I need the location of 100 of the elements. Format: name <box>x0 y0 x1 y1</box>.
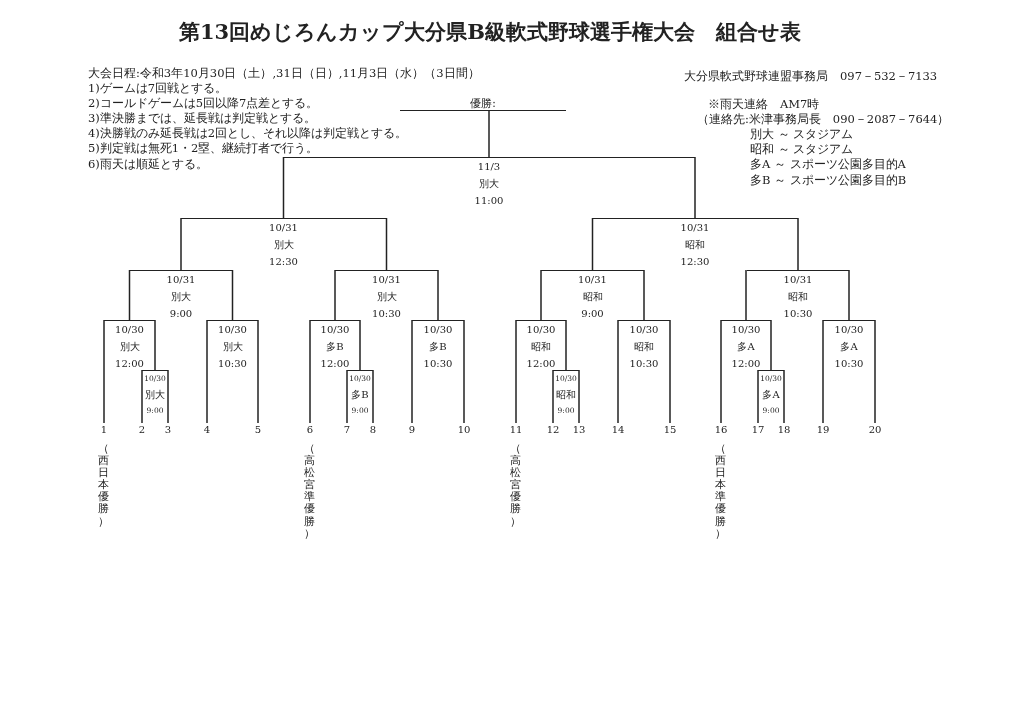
match-time: 9:00 <box>168 307 194 321</box>
match-time: 12:00 <box>730 357 762 371</box>
match-venue: 昭和 <box>555 388 577 402</box>
rule-note: 3)準決勝までは、延長戦は判定戦とする。 <box>88 111 316 125</box>
team-number: 8 <box>361 423 385 437</box>
bracket-line <box>154 319 156 371</box>
team-number: 17 <box>746 423 770 437</box>
bracket-match <box>541 270 644 320</box>
match-time: 12:00 <box>319 357 351 371</box>
bracket-line <box>669 319 671 424</box>
bracket-match <box>412 320 464 370</box>
bracket-line <box>141 369 143 424</box>
match-venue: 別大 <box>170 290 192 304</box>
bracket-line <box>334 269 336 321</box>
rule-note: 1)ゲームは7回戦とする。 <box>88 81 228 95</box>
bracket-line <box>770 319 772 371</box>
diagram-title: 第13回めじろんカップ大分県B級軟式野球選手権大会 組合せ表 <box>178 18 802 46</box>
bracket-match <box>335 270 438 320</box>
match-venue: 別大 <box>118 340 141 354</box>
match-date: 10/31 <box>371 273 402 287</box>
bracket-line <box>437 269 439 321</box>
bracket-line <box>463 319 465 424</box>
match-venue: 多B <box>350 388 370 402</box>
match-venue: 多B <box>428 340 448 354</box>
match-date: 10/30 <box>217 323 248 337</box>
team-number: 6 <box>298 423 322 437</box>
contact-note: （連絡先:米津事務局長 090－2087－7644） <box>697 112 950 126</box>
match-date: 10/31 <box>165 273 197 287</box>
match-date: 10/30 <box>730 323 762 337</box>
team-number: 4 <box>195 423 219 437</box>
venue-note: 別大 ～ スタジアム <box>750 127 854 141</box>
bracket-line <box>617 319 619 424</box>
bracket-match <box>823 320 875 370</box>
team-number: 19 <box>811 423 835 437</box>
bracket-line <box>578 369 580 424</box>
bracket-line <box>745 269 747 321</box>
match-time: 12:30 <box>679 255 711 269</box>
team-note: （高松宮優勝） <box>510 443 521 528</box>
bracket-line <box>783 369 785 424</box>
team-number: 5 <box>246 423 270 437</box>
bracket-line <box>206 319 208 424</box>
match-venue: 昭和 <box>530 340 552 354</box>
bracket-match <box>592 218 798 268</box>
bracket-line <box>180 217 182 271</box>
match-venue: 別大 <box>221 340 244 354</box>
team-number: 1 <box>92 423 116 437</box>
match-time: 10:30 <box>833 357 865 371</box>
team-number: 10 <box>452 423 476 437</box>
team-number: 11 <box>504 423 528 437</box>
bracket-line <box>565 319 567 371</box>
match-date: 10/30 <box>114 323 145 337</box>
bracket-line <box>309 319 311 424</box>
rule-note: 4)決勝戦のみ延長戦は2回とし、それ以降は判定戦とする。 <box>88 126 408 140</box>
match-time: 11:00 <box>473 194 505 208</box>
match-date: 10/31 <box>577 273 608 287</box>
match-time: 12:00 <box>114 357 145 371</box>
match-date: 10/30 <box>319 323 351 337</box>
match-date: 10/31 <box>782 273 814 287</box>
match-venue: 多A <box>736 340 756 354</box>
team-number: 7 <box>335 423 359 437</box>
team-number: 2 <box>130 423 154 437</box>
office-contact: 大分県軟式野球連盟事務局 097－532－7133 <box>684 69 938 83</box>
bracket-line <box>488 110 490 158</box>
rule-note: 2)コールドゲームは5回以降7点差とする。 <box>88 96 319 110</box>
bracket-line <box>591 217 594 271</box>
team-number: 20 <box>863 423 887 437</box>
match-venue: 別大 <box>478 177 500 191</box>
bracket-line <box>552 369 554 424</box>
bracket-line <box>515 319 517 424</box>
team-note: （西日本準優勝） <box>715 443 726 540</box>
match-venue: 別大 <box>272 238 295 252</box>
bracket-line <box>694 156 696 219</box>
bracket-line <box>874 319 876 424</box>
match-venue: 別大 <box>375 290 398 304</box>
schedule-note: 大会日程:令和3年10月30日（土）,31日（日）,11月3日（水）（3日間） <box>88 66 480 80</box>
bracket-line <box>797 217 799 271</box>
match-venue: 昭和 <box>787 290 809 304</box>
bracket-line <box>167 369 169 424</box>
rule-note: 5)判定戦は無死1・2塁、継続打者で行う。 <box>88 141 319 155</box>
match-venue: 昭和 <box>581 290 604 304</box>
bracket-line <box>822 319 824 424</box>
bracket-line <box>848 269 850 321</box>
venue-note: 多B ～ スポーツ公園多目的B <box>750 173 907 187</box>
match-venue: 多A <box>761 388 781 402</box>
team-number: 16 <box>709 423 733 437</box>
match-date: 10/30 <box>525 323 557 337</box>
bracket-match <box>721 320 771 370</box>
match-time: 10:30 <box>782 307 814 321</box>
match-venue: 別大 <box>144 388 166 402</box>
match-time: 9:00 <box>580 307 605 321</box>
bracket-line <box>411 319 413 424</box>
bracket-match <box>181 218 386 268</box>
bracket-match <box>104 320 155 370</box>
bracket-match <box>310 320 360 370</box>
team-number: 14 <box>606 423 630 437</box>
match-time: 12:00 <box>525 357 557 371</box>
team-number: 3 <box>156 423 180 437</box>
rain-notice: ※雨天連絡 AM7時 <box>708 97 820 111</box>
match-time: 10:30 <box>628 357 660 371</box>
match-venue: 多A <box>839 340 859 354</box>
